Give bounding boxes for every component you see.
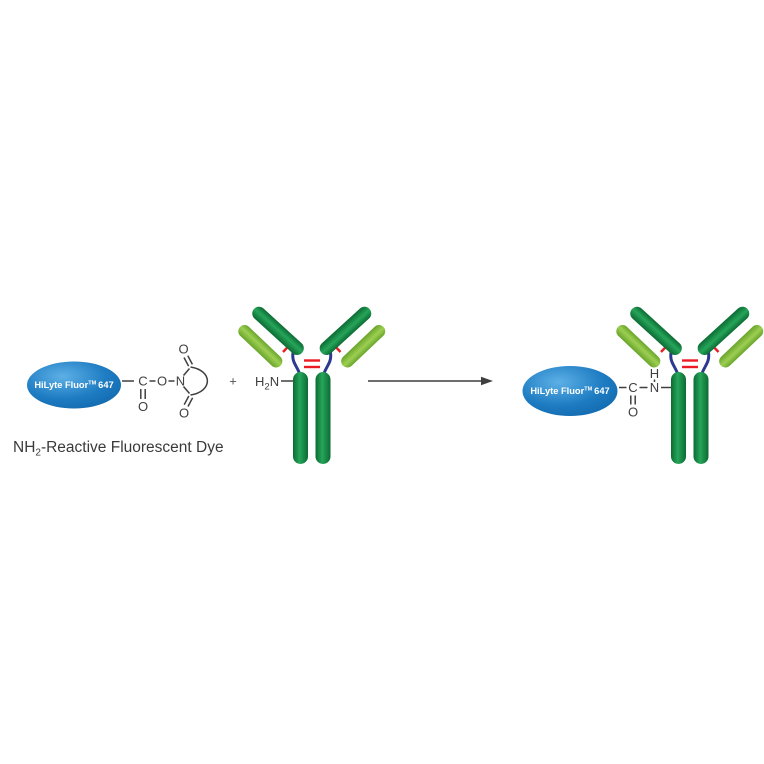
atom-o-ring-top: O: [178, 342, 188, 357]
double-bond: [183, 395, 190, 406]
atom-o-amide: O: [628, 405, 638, 420]
dye-ellipse: [27, 361, 121, 409]
double-bond: [187, 355, 194, 365]
atom-c: C: [138, 374, 147, 389]
atom-n-amide: N: [650, 380, 659, 395]
bond: [182, 386, 191, 394]
plus-sign: +: [229, 374, 237, 389]
atom-h-amide: H: [650, 366, 659, 381]
atom-o-bridge: O: [157, 374, 167, 389]
atom-n-ring: N: [176, 374, 185, 389]
arrow-head-icon: [481, 376, 493, 386]
caption: NH2-Reactive Fluorescent Dye: [13, 439, 224, 459]
amide-linkage: C O N H: [619, 366, 673, 420]
dye-ellipse-product: [522, 366, 618, 416]
atom-o-ring-bottom: O: [179, 406, 189, 421]
succinimide-ring: O O: [178, 342, 208, 421]
bond: [182, 368, 191, 376]
atom-c-amide: C: [628, 380, 637, 395]
reaction-arrow: [368, 376, 493, 386]
double-bond: [187, 397, 194, 407]
ring-arc: [190, 366, 208, 396]
amine-label: H2N: [255, 374, 279, 393]
atom-o-carbonyl: O: [138, 399, 148, 414]
double-bond: [183, 357, 190, 367]
antibody-reactant: H2N: [234, 302, 390, 466]
